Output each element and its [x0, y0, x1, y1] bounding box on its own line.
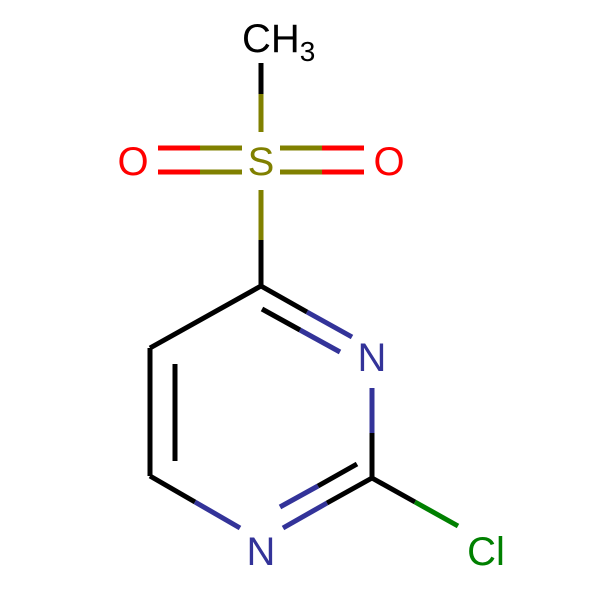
bond-c2-chlorine-chlorine-half [413, 499, 460, 529]
bond-ring-n3-c4-outer-carbon [259, 283, 309, 315]
atom-labels: CH3 S O O N N Cl [117, 17, 504, 574]
bond-ring-n1-c2-outer-carbon [325, 475, 374, 506]
bond-ring-n1-c2-inner-nitrogen [278, 483, 320, 510]
methyl-label: CH3 [242, 17, 315, 67]
bonds [147, 63, 460, 531]
nitrogen-bottom-atom-label: N [247, 530, 276, 574]
bond-ring-n1-c2-outer-nitrogen [281, 500, 329, 531]
bond-ring-n3-c4-inner-carbon [260, 306, 302, 333]
nitrogen-top-atom-label: N [358, 336, 387, 380]
sulfur-atom-label: S [248, 140, 275, 184]
bond-ring-n1-c2-inner-carbon [316, 461, 359, 489]
oxygen-right-atom-label: O [373, 140, 404, 184]
oxygen-left-atom-label: O [117, 140, 148, 184]
bond-ring-n3-c4-outer-nitrogen [305, 309, 354, 340]
bond-ring-n3-c4-inner-nitrogen [298, 327, 342, 355]
bond-ring-c6-n1-carbon-half [148, 473, 197, 505]
bond-ring-c6-n1-nitrogen-half [193, 499, 242, 531]
bond-ring-c4-c5 [148, 283, 263, 351]
chlorine-atom-label: Cl [467, 530, 505, 574]
bond-c2-chlorine-carbon-half [370, 475, 417, 505]
